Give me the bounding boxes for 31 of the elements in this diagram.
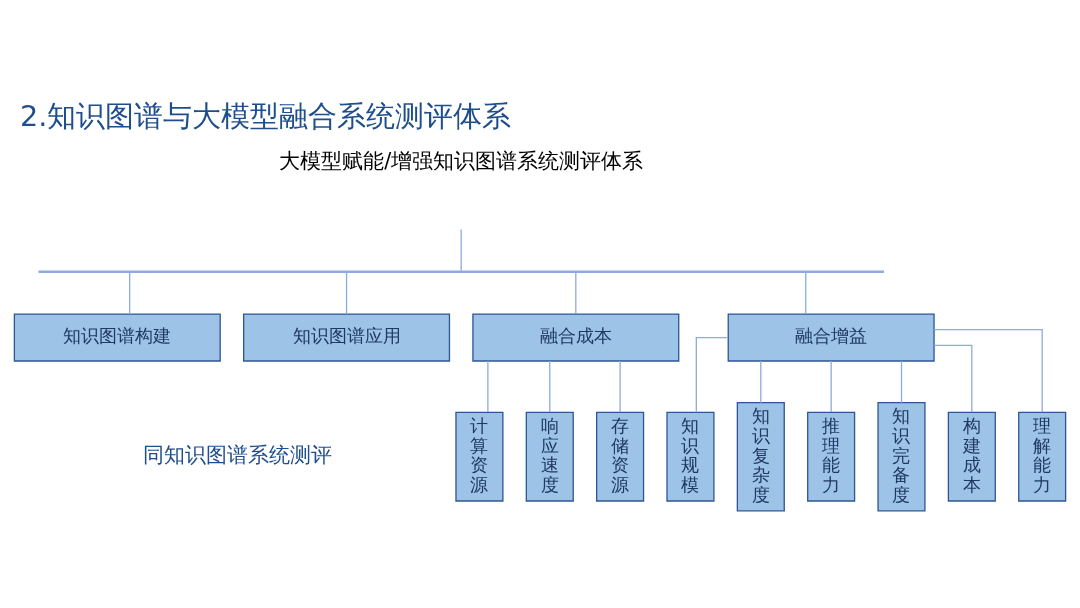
node-box: 理解能力 — [1018, 411, 1067, 502]
node-box: 推理能力 — [807, 411, 856, 502]
node-box: 响应速度 — [525, 411, 574, 502]
connector — [345, 271, 348, 314]
label: 同知识图谱系统测评 — [142, 442, 332, 467]
node-box: 知识图谱应用 — [243, 312, 451, 362]
connector — [575, 271, 577, 314]
node-box: 知识复杂度 — [736, 401, 785, 511]
connector — [460, 228, 462, 271]
node-box: 存储资源 — [596, 411, 645, 502]
node-box: 知识规模 — [666, 411, 715, 502]
node-box: 构建成本 — [947, 411, 996, 502]
node-bar — [38, 269, 884, 273]
connector — [900, 359, 903, 403]
connector — [805, 271, 807, 314]
node-box: 融合增益 — [727, 312, 935, 362]
connector — [129, 271, 131, 314]
connector — [695, 336, 729, 413]
connector — [760, 359, 762, 403]
connector — [933, 328, 1043, 413]
connector — [619, 359, 621, 413]
connector — [830, 359, 832, 413]
label: 大模型赋能/增强知识图谱系统测评体系 — [279, 148, 644, 173]
node-box: 知识图谱构建 — [13, 312, 221, 362]
node-box: 融合成本 — [472, 312, 680, 362]
connector — [933, 344, 973, 413]
connector — [487, 359, 489, 413]
node-box: 知识完备度 — [877, 401, 926, 511]
node-box: 计算资源 — [455, 411, 504, 502]
connector — [549, 359, 551, 413]
diagram-title: 2.知识图谱与大模型融合系统测评体系 — [20, 98, 512, 133]
